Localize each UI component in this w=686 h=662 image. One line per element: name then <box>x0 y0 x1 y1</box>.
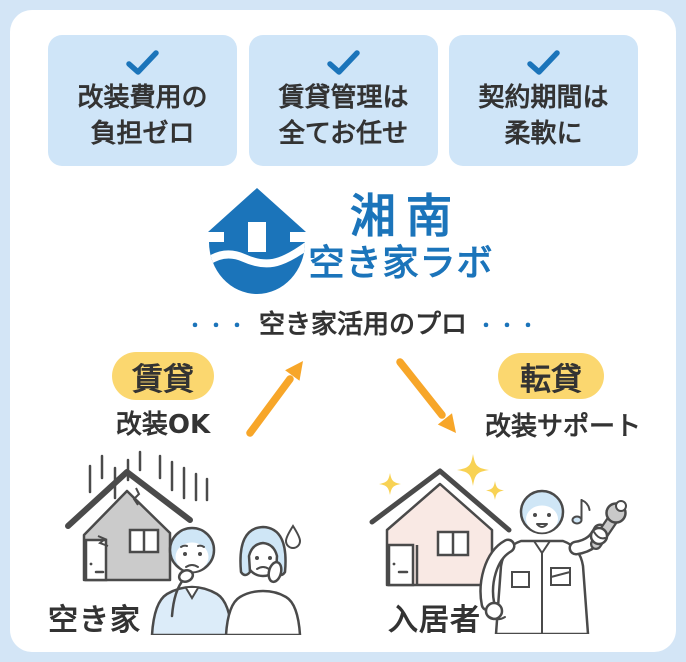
logo-text: 湘南 空き家ラボ <box>306 190 496 284</box>
vacant-house-label: 空き家 <box>48 603 141 638</box>
resident-house-illustration <box>369 454 627 634</box>
arrow-down-right-icon <box>396 358 456 433</box>
vacant-house-illustration <box>65 450 302 635</box>
worried-man-icon <box>150 526 234 635</box>
resident-label: 入居者 <box>388 603 481 638</box>
benefit-line: 賃貸管理は <box>278 82 409 113</box>
checkmark-icon <box>527 49 560 75</box>
sparkle-icon <box>379 454 504 500</box>
music-note-icon <box>571 499 591 525</box>
logo-title: 湘南 <box>350 189 462 243</box>
gloom-lines-icon <box>88 450 209 502</box>
benefit-box-contract: 契約期間は 柔軟に <box>449 35 638 166</box>
note-renovation-ok: 改装OK <box>115 410 211 440</box>
clean-house-icon <box>369 468 512 587</box>
tagline: ・・・ 空き家活用のプロ ・・・ <box>63 304 663 341</box>
benefit-box-renovation-cost: 改装費用の 負担ゼロ <box>48 35 237 166</box>
worker-icon <box>479 489 627 634</box>
arrow-up-right-icon <box>246 361 303 437</box>
benefit-line: 柔軟に <box>504 118 583 149</box>
tagline-text: 空き家活用のプロ <box>258 310 467 340</box>
benefit-text: 賃貸管理は 全てお任せ <box>278 80 408 152</box>
logo-subtitle: 空き家ラボ <box>308 243 494 284</box>
benefit-text: 契約期間は 柔軟に <box>478 80 608 152</box>
badge-rent: 賃貸 <box>112 352 214 400</box>
benefit-line: 改装費用の <box>77 82 208 113</box>
benefit-box-management: 賃貸管理は 全てお任せ <box>249 35 438 166</box>
tagline-dots-right: ・・・ <box>477 315 540 337</box>
badge-sublease: 転貸 <box>498 353 604 399</box>
benefit-text: 改装費用の 負担ゼロ <box>77 80 207 152</box>
benefit-line: 負担ゼロ <box>90 118 195 149</box>
benefit-line: 全てお任せ <box>278 118 409 149</box>
note-renovation-support: 改装サポート <box>484 412 641 442</box>
checkmark-icon <box>126 49 159 75</box>
tagline-dots-left: ・・・ <box>185 315 249 337</box>
benefit-line: 契約期間は <box>478 82 609 113</box>
checkmark-icon <box>327 49 360 75</box>
logo-house-wave-icon <box>208 188 306 294</box>
cracked-house-icon <box>65 469 193 582</box>
worried-woman-icon <box>224 524 302 635</box>
